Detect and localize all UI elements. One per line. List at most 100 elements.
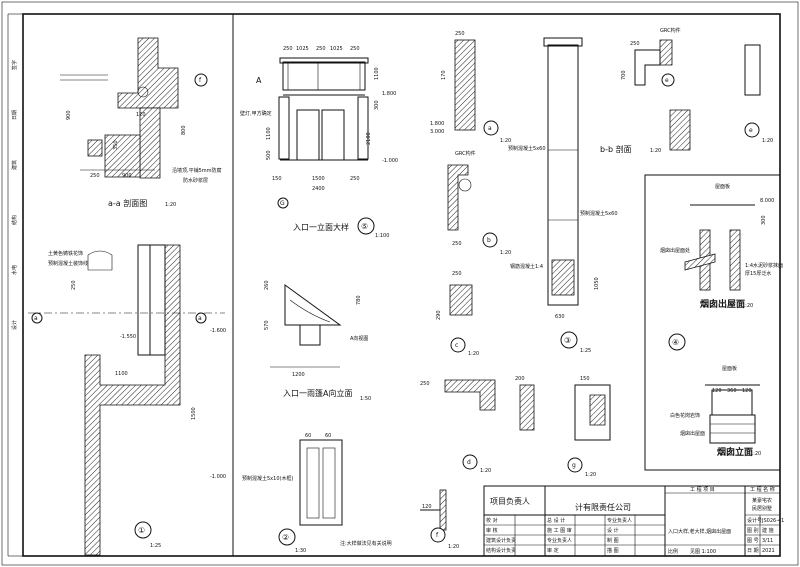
- svg-text:JS026-41: JS026-41: [761, 518, 784, 524]
- svg-text:8.000: 8.000: [760, 198, 774, 204]
- detail-bb-section: GRC构件 250 700 e b-b 剖面 1:20 e 1:20: [600, 27, 773, 154]
- svg-text:设计号: 设计号: [747, 517, 762, 524]
- svg-text:预制混凝土5x60: 预制混凝土5x60: [508, 145, 546, 152]
- svg-text:1:20: 1:20: [742, 303, 753, 309]
- svg-text:描 图: 描 图: [607, 547, 619, 554]
- svg-text:建筑设计负责: 建筑设计负责: [486, 537, 516, 544]
- svg-text:250: 250: [316, 46, 326, 52]
- svg-text:烟囱立面: 烟囱立面: [717, 446, 753, 458]
- svg-text:专业负责人: 专业负责人: [547, 537, 572, 544]
- svg-text:120: 120: [742, 388, 752, 394]
- aa-section-detail: f 250 900 900 800 120 350 沿墙顶,平铺5mm防腐 防水…: [60, 37, 222, 208]
- svg-text:1:20: 1:20: [500, 138, 511, 144]
- svg-text:570: 570: [264, 320, 270, 330]
- svg-text:1:25: 1:25: [150, 543, 161, 549]
- svg-text:屋面板: 屋面板: [715, 183, 730, 190]
- svg-text:1:20: 1:20: [480, 468, 491, 474]
- svg-text:比例: 比例: [668, 548, 678, 555]
- svg-text:780: 780: [356, 295, 362, 305]
- svg-text:1200: 1200: [292, 372, 305, 378]
- project-name: 某豪宅农: [752, 497, 772, 504]
- svg-text:1:50: 1:50: [360, 396, 371, 402]
- svg-text:日 期: 日 期: [747, 548, 759, 554]
- detail-2: 60 60 预制混凝土5x10(木框) 注:大样做法见有关说明 ② 1:30: [242, 433, 392, 554]
- svg-text:1:20: 1:20: [448, 544, 459, 550]
- detail-a: 1.800 3.000 250 170 a 1:20: [430, 31, 511, 144]
- svg-text:1:20: 1:20: [762, 138, 773, 144]
- svg-text:1:20: 1:20: [500, 250, 511, 256]
- detail-f: 120 f 1:20: [420, 489, 459, 550]
- svg-text:60: 60: [325, 433, 331, 439]
- svg-text:-1.000: -1.000: [210, 474, 226, 480]
- svg-text:250: 250: [71, 280, 77, 290]
- svg-text:预制混凝土5x10(木框): 预制混凝土5x10(木框): [242, 475, 293, 482]
- detail-5-entrance-elevation: 250 1025 250 1025 250 1100 300 1100 500 …: [240, 46, 398, 239]
- svg-text:a: a: [198, 315, 202, 322]
- svg-text:f: f: [436, 532, 439, 539]
- svg-text:屋面板: 屋面板: [722, 365, 737, 372]
- svg-text:1100: 1100: [115, 371, 128, 377]
- detail-b: GRC构件 250 b 1:20: [447, 150, 511, 256]
- svg-text:a: a: [488, 125, 492, 132]
- svg-text:图 别: 图 别: [747, 527, 759, 534]
- project-lead-label: 项目负责人: [490, 496, 530, 506]
- svg-text:1.800: 1.800: [382, 91, 396, 97]
- company-name: 计有限责任公司: [575, 502, 631, 512]
- svg-text:2021: 2021: [762, 548, 775, 554]
- svg-text:1050: 1050: [594, 277, 600, 290]
- svg-text:1100: 1100: [266, 127, 272, 140]
- svg-text:土黄色铸铁花饰: 土黄色铸铁花饰: [48, 250, 83, 257]
- svg-text:1:20: 1:20: [468, 351, 479, 357]
- svg-text:审 核: 审 核: [486, 527, 498, 534]
- svg-text:-1.550: -1.550: [120, 334, 136, 340]
- svg-text:350: 350: [113, 140, 119, 150]
- svg-text:800: 800: [181, 125, 187, 135]
- svg-text:1:20: 1:20: [650, 148, 661, 154]
- marker-label: f: [199, 77, 202, 84]
- svg-text:1.800: 1.800: [430, 121, 444, 127]
- svg-text:e: e: [665, 77, 669, 84]
- svg-text:烟囱出屋面: 烟囱出屋面: [680, 430, 705, 437]
- svg-text:1500: 1500: [191, 407, 197, 420]
- svg-text:工 程 名 称: 工 程 名 称: [750, 486, 775, 493]
- svg-text:b-b 剖面: b-b 剖面: [600, 144, 632, 154]
- svg-text:1500: 1500: [312, 176, 325, 182]
- svg-text:A: A: [256, 76, 262, 85]
- svg-text:-1.000: -1.000: [382, 158, 398, 164]
- side-strip-label: 水电: [11, 265, 18, 275]
- svg-text:注:大样做法见有关说明: 注:大样做法见有关说明: [340, 540, 392, 547]
- detail-1: a a 土黄色铸铁花饰 预制混凝土装饰线 -1.550 -1.600 -1.00…: [28, 244, 226, 556]
- svg-text:e: e: [749, 127, 753, 134]
- svg-text:预制混凝土5x60: 预制混凝土5x60: [580, 210, 618, 217]
- svg-text:结构设计负责: 结构设计负责: [486, 547, 516, 554]
- detail-d: 250 d 1:20: [420, 379, 496, 474]
- svg-text:建 施: 建 施: [762, 527, 774, 534]
- svg-text:260: 260: [264, 280, 270, 290]
- svg-text:250: 250: [455, 31, 465, 37]
- svg-text:③: ③: [564, 336, 571, 345]
- svg-text:厚15厚泛水: 厚15厚泛水: [745, 270, 771, 277]
- svg-text:120: 120: [136, 112, 146, 118]
- svg-text:1025: 1025: [296, 46, 309, 52]
- svg-text:200: 200: [515, 376, 525, 382]
- detail-rain-canopy: 1200 260 570 780 A向视图 入口一雨篷A向立面 1:50: [264, 280, 371, 402]
- drawing-scale: 见图 1:100: [690, 549, 716, 555]
- svg-text:1100: 1100: [374, 67, 380, 80]
- svg-text:制 图: 制 图: [607, 537, 619, 544]
- detail-c: 250 290 c 1:20: [436, 271, 479, 357]
- svg-text:2400: 2400: [312, 186, 325, 192]
- svg-text:630: 630: [555, 314, 565, 320]
- svg-text:民居别墅: 民居别墅: [752, 505, 772, 512]
- svg-text:500: 500: [266, 150, 272, 160]
- svg-text:壁灯,甲方确定: 壁灯,甲方确定: [240, 110, 272, 117]
- svg-text:预制混凝土装饰线: 预制混凝土装饰线: [48, 260, 88, 267]
- svg-text:b: b: [487, 237, 491, 244]
- svg-text:360: 360: [727, 388, 737, 394]
- svg-text:d: d: [467, 459, 471, 466]
- svg-text:设 计: 设 计: [607, 527, 619, 534]
- svg-text:a: a: [34, 315, 38, 322]
- svg-text:G: G: [280, 200, 285, 207]
- svg-text:250: 250: [630, 41, 640, 47]
- svg-text:沿墙顶,平铺5mm防腐: 沿墙顶,平铺5mm防腐: [172, 167, 222, 174]
